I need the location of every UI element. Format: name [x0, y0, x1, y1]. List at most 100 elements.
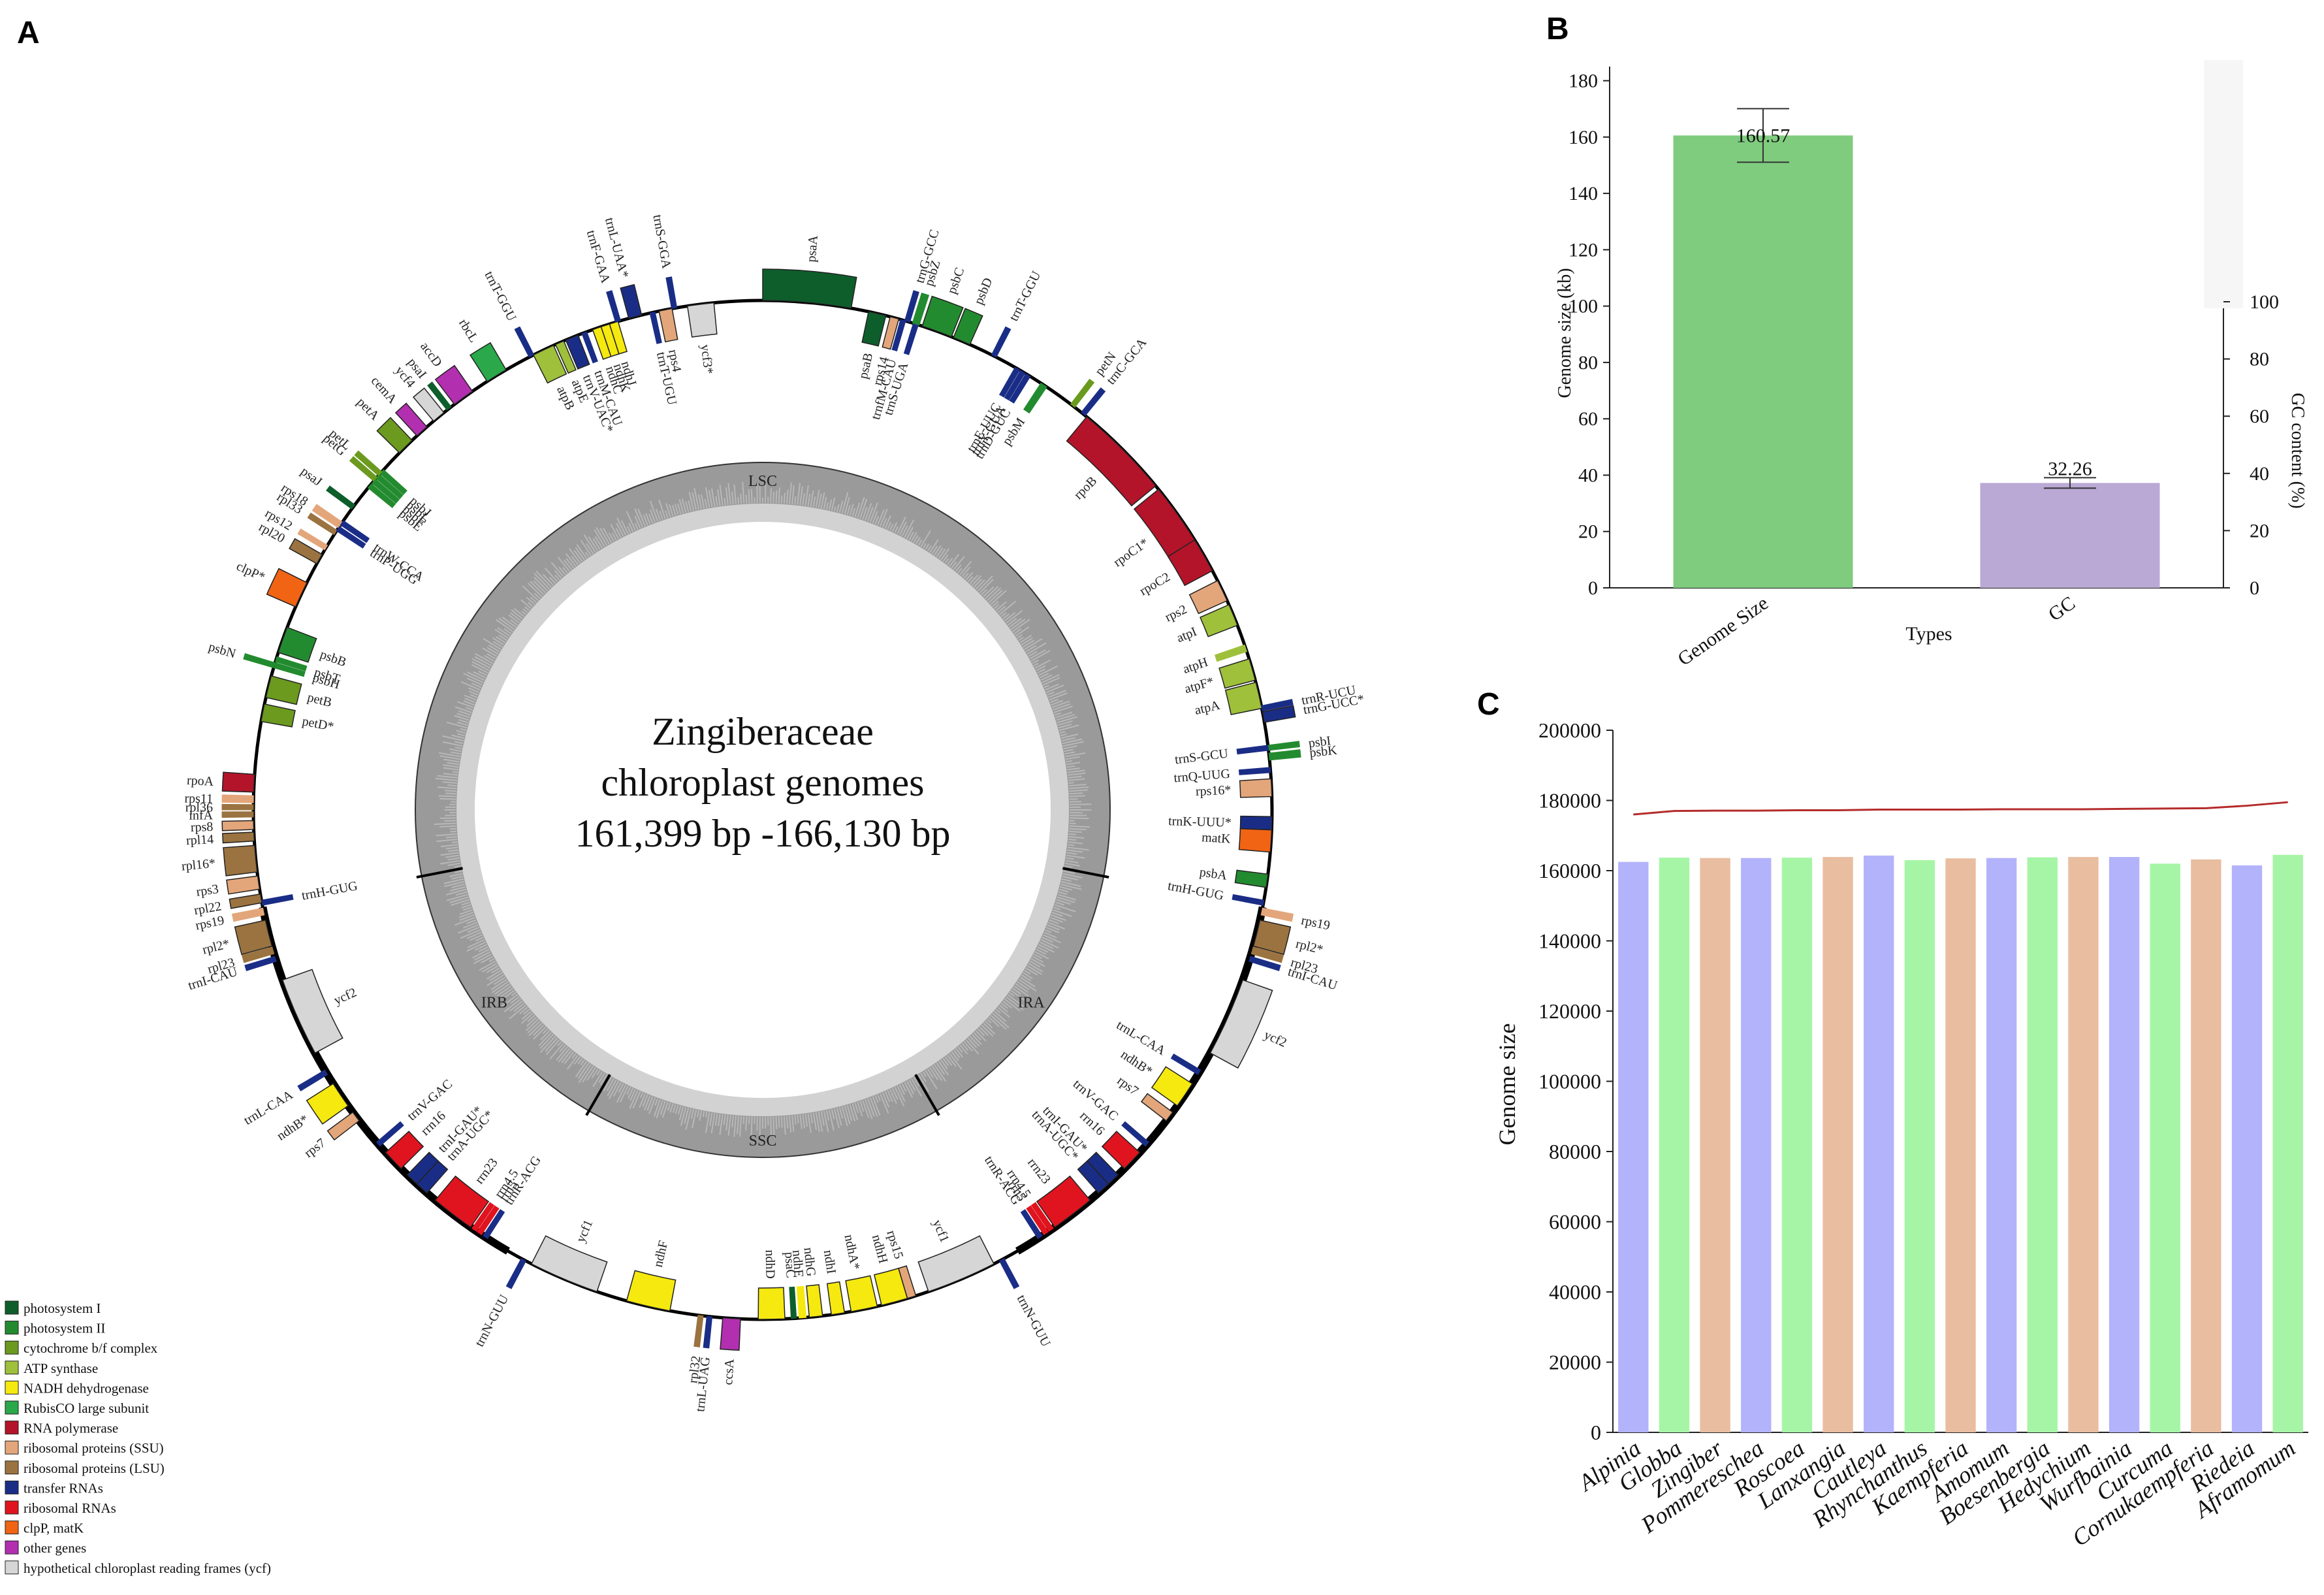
gene-label: matK [1202, 830, 1232, 846]
gene-ndhd [758, 1287, 785, 1319]
gc-spike [738, 497, 739, 504]
gene-ycf3 [688, 303, 717, 337]
gene-infa [222, 812, 253, 818]
chart-c-y-tick-label: 40000 [1549, 1280, 1601, 1304]
gene-trnl-uag [703, 1316, 712, 1348]
genus-genome-size-chart: 0200004000060000800001000001200001400001… [1494, 718, 2308, 1551]
gc-spike [724, 498, 725, 506]
chart-c-bar-cornukaempferia [2191, 860, 2221, 1432]
gene-psba [1235, 870, 1267, 887]
chart-c-bar-hedychium [2068, 857, 2098, 1432]
chart-c-y-axis-label: Genome size [1494, 1023, 1520, 1146]
chart-b-y-tick-label: 40 [1578, 464, 1598, 486]
gc-spike [1069, 834, 1077, 835]
chart-b-y-tick-label: 120 [1568, 239, 1598, 261]
gene-label: rpl2* [1294, 937, 1324, 958]
gene-trnl-caa [1171, 1054, 1200, 1075]
gene-label: psaC [782, 1251, 797, 1278]
gene-label: psbC [945, 266, 968, 296]
gene-label: psbD [972, 276, 996, 306]
chart-c-y-tick-label: 0 [1591, 1421, 1601, 1444]
gene-trns-gcu [1237, 745, 1269, 754]
gene-trnh-gug [1232, 895, 1264, 906]
gene-label: atpA [1193, 698, 1221, 718]
chart-c-y-tick-label: 200000 [1538, 718, 1601, 742]
gc-spike [779, 487, 780, 503]
legend-label: NADH dehydrogenase [24, 1380, 149, 1396]
legend-label: ribosomal RNAs [24, 1500, 116, 1516]
gc-spike [784, 493, 785, 504]
gene-psbm [1024, 383, 1047, 413]
gene-atph [1215, 645, 1247, 661]
legend-label: RubisCO large subunit [24, 1400, 149, 1416]
gene-label: trnT-GGU [482, 269, 519, 324]
gc-spike [779, 1116, 780, 1127]
chart-b-y2-tick-label: 20 [2250, 520, 2269, 541]
gene-psbn [244, 654, 275, 668]
gc-spike [1068, 782, 1074, 783]
legend-swatch [5, 1441, 18, 1454]
gc-spike [1069, 831, 1082, 832]
chart-b-bar-genome-size [1674, 135, 1853, 588]
chart-c-y-tick-label: 100000 [1538, 1070, 1601, 1093]
gene-label: trnS-GGA [650, 214, 673, 270]
gc-spike [1068, 839, 1077, 840]
chart-b-y-tick-label: 0 [1588, 577, 1598, 599]
gc-spike [746, 494, 747, 503]
gene-rps16 [1240, 779, 1272, 797]
gene-trns-gga [666, 277, 677, 309]
legend-label: cytochrome b/f complex [24, 1340, 158, 1356]
chart-c-bars: AlpiniaGlobbaZingiberPommerescheaRoscoea… [1573, 802, 2303, 1551]
gene-psaa [763, 269, 857, 308]
gene-ndha [846, 1276, 877, 1312]
region-label-lsc: LSC [748, 473, 777, 490]
gc-spike [451, 831, 456, 832]
chart-c-bar-boesenbergia [2028, 858, 2058, 1432]
gene-trnn-guu [1000, 1259, 1019, 1289]
gene-label: rrn23 [1025, 1155, 1053, 1187]
gene-label: rpl14 [185, 832, 214, 848]
chart-c-bar-aframomum [2272, 855, 2302, 1432]
gene-matk [1239, 829, 1271, 852]
chart-c-bar-amomum [1986, 858, 2016, 1432]
legend-swatch [5, 1561, 18, 1574]
gene-clpp [267, 569, 307, 607]
gene-trnf-gaa [607, 291, 621, 322]
gene-label: trnS-GCU [1174, 747, 1230, 767]
gene-psac [789, 1287, 797, 1318]
chart-b-y-tick-label: 140 [1568, 183, 1598, 204]
gene-rps8 [222, 820, 253, 830]
chart-c-y-tick-label: 60000 [1549, 1210, 1601, 1234]
chart-b-data-label: 160.57 [1736, 125, 1791, 146]
map-center [475, 523, 1050, 1097]
chart-b-y-axis-label: Genome size (kb) [1555, 268, 1575, 398]
chart-c-y-tick-label: 120000 [1538, 999, 1601, 1023]
gene-label: ndhD [763, 1249, 778, 1279]
gene-label: ycf2 [1262, 1027, 1288, 1050]
gc-spike [1070, 804, 1091, 805]
gene-label: rpoA [186, 773, 214, 789]
gene-label: rps11 [184, 791, 213, 806]
gc-spike [773, 492, 774, 504]
gc-spike [439, 826, 456, 827]
legend-swatch [5, 1301, 18, 1314]
gene-label: cemA [368, 374, 400, 407]
gc-spike [445, 790, 456, 791]
gene-psab [862, 312, 886, 346]
chart-c-bar-lanxangia [1823, 857, 1853, 1432]
legend-label: RNA polymerase [24, 1421, 118, 1436]
gene-trnh-gug [261, 895, 293, 906]
gene-rps4 [659, 308, 678, 342]
gene-trnn-guu [506, 1259, 526, 1289]
gene-rpl16 [223, 845, 257, 875]
gene-label: rps16* [1195, 783, 1231, 799]
gene-label: rps7 [302, 1136, 328, 1161]
gene-psbi [1268, 741, 1300, 750]
gene-label: trnQ-UUG [1173, 767, 1231, 786]
chart-c-trend-line [1633, 802, 2287, 814]
legend-label: ribosomal proteins (SSU) [24, 1440, 164, 1456]
chart-c-y-tick-label: 180000 [1538, 789, 1601, 813]
chart-c-bar-zingiber [1700, 858, 1730, 1432]
